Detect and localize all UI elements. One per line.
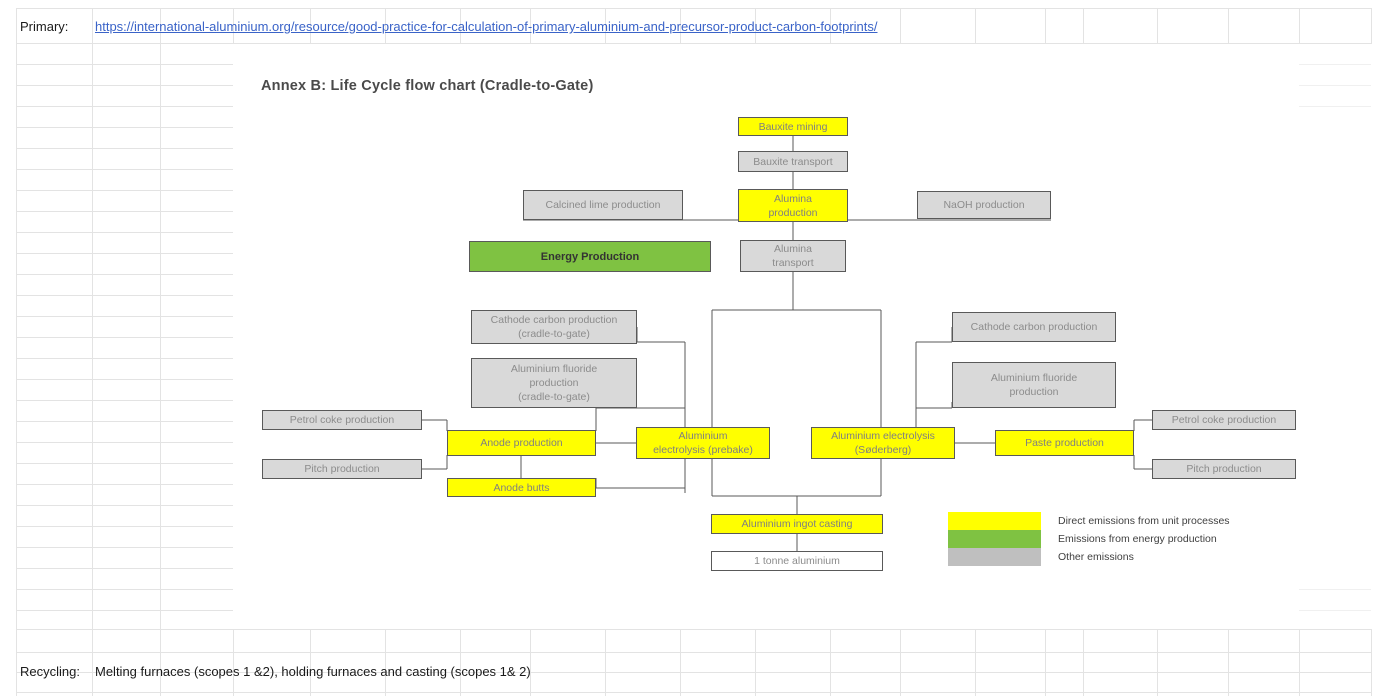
node-one-tonne-aluminium[interactable]: 1 tonne aluminium [711,551,883,571]
node-petrol-coke-production-left[interactable]: Petrol coke production [262,410,422,430]
node-alumina-transport[interactable]: Alumina transport [740,240,846,272]
node-bauxite-transport[interactable]: Bauxite transport [738,151,848,172]
node-aluminium-fluoride-production-left[interactable]: Aluminium fluoride production (cradle-to… [471,358,637,408]
node-paste-production[interactable]: Paste production [995,430,1134,456]
primary-source-link[interactable]: https://international-aluminium.org/reso… [95,19,878,34]
node-aluminium-ingot-casting[interactable]: Aluminium ingot casting [711,514,883,534]
node-energy-production[interactable]: Energy Production [469,241,711,272]
legend-item-energy-emissions: Emissions from energy production [948,530,1230,548]
node-pitch-production-left[interactable]: Pitch production [262,459,422,479]
node-bauxite-mining[interactable]: Bauxite mining [738,117,848,136]
legend-label-other: Other emissions [1058,551,1134,563]
legend: Direct emissions from unit processes Emi… [948,512,1230,566]
node-cathode-carbon-production-left[interactable]: Cathode carbon production (cradle-to-gat… [471,310,637,344]
node-aluminium-electrolysis-soderberg[interactable]: Aluminium electrolysis (Søderberg) [811,427,955,459]
primary-row-label: Primary: [20,19,69,34]
node-pitch-production-right[interactable]: Pitch production [1152,459,1296,479]
node-calcined-lime-production[interactable]: Calcined lime production [523,190,683,220]
node-alumina-production[interactable]: Alumina production [738,189,848,222]
recycling-row-label: Recycling: [20,664,80,679]
node-aluminium-fluoride-production-right[interactable]: Aluminium fluoride production [952,362,1116,408]
legend-swatch-direct [948,512,1041,530]
legend-label-direct: Direct emissions from unit processes [1058,515,1230,527]
legend-swatch-other [948,548,1041,566]
legend-label-energy: Emissions from energy production [1058,533,1217,545]
recycling-row-value: Melting furnaces (scopes 1 &2), holding … [95,664,531,679]
legend-swatch-energy [948,530,1041,548]
node-aluminium-electrolysis-prebake[interactable]: Aluminium electrolysis (prebake) [636,427,770,459]
node-anode-butts[interactable]: Anode butts [447,478,596,497]
diagram-title: Annex B: Life Cycle flow chart (Cradle-t… [261,78,594,94]
node-naoh-production[interactable]: NaOH production [917,191,1051,219]
legend-item-other-emissions: Other emissions [948,548,1230,566]
node-cathode-carbon-production-right[interactable]: Cathode carbon production [952,312,1116,342]
node-anode-production[interactable]: Anode production [447,430,596,456]
legend-item-direct-emissions: Direct emissions from unit processes [948,512,1230,530]
node-petrol-coke-production-right[interactable]: Petrol coke production [1152,410,1296,430]
